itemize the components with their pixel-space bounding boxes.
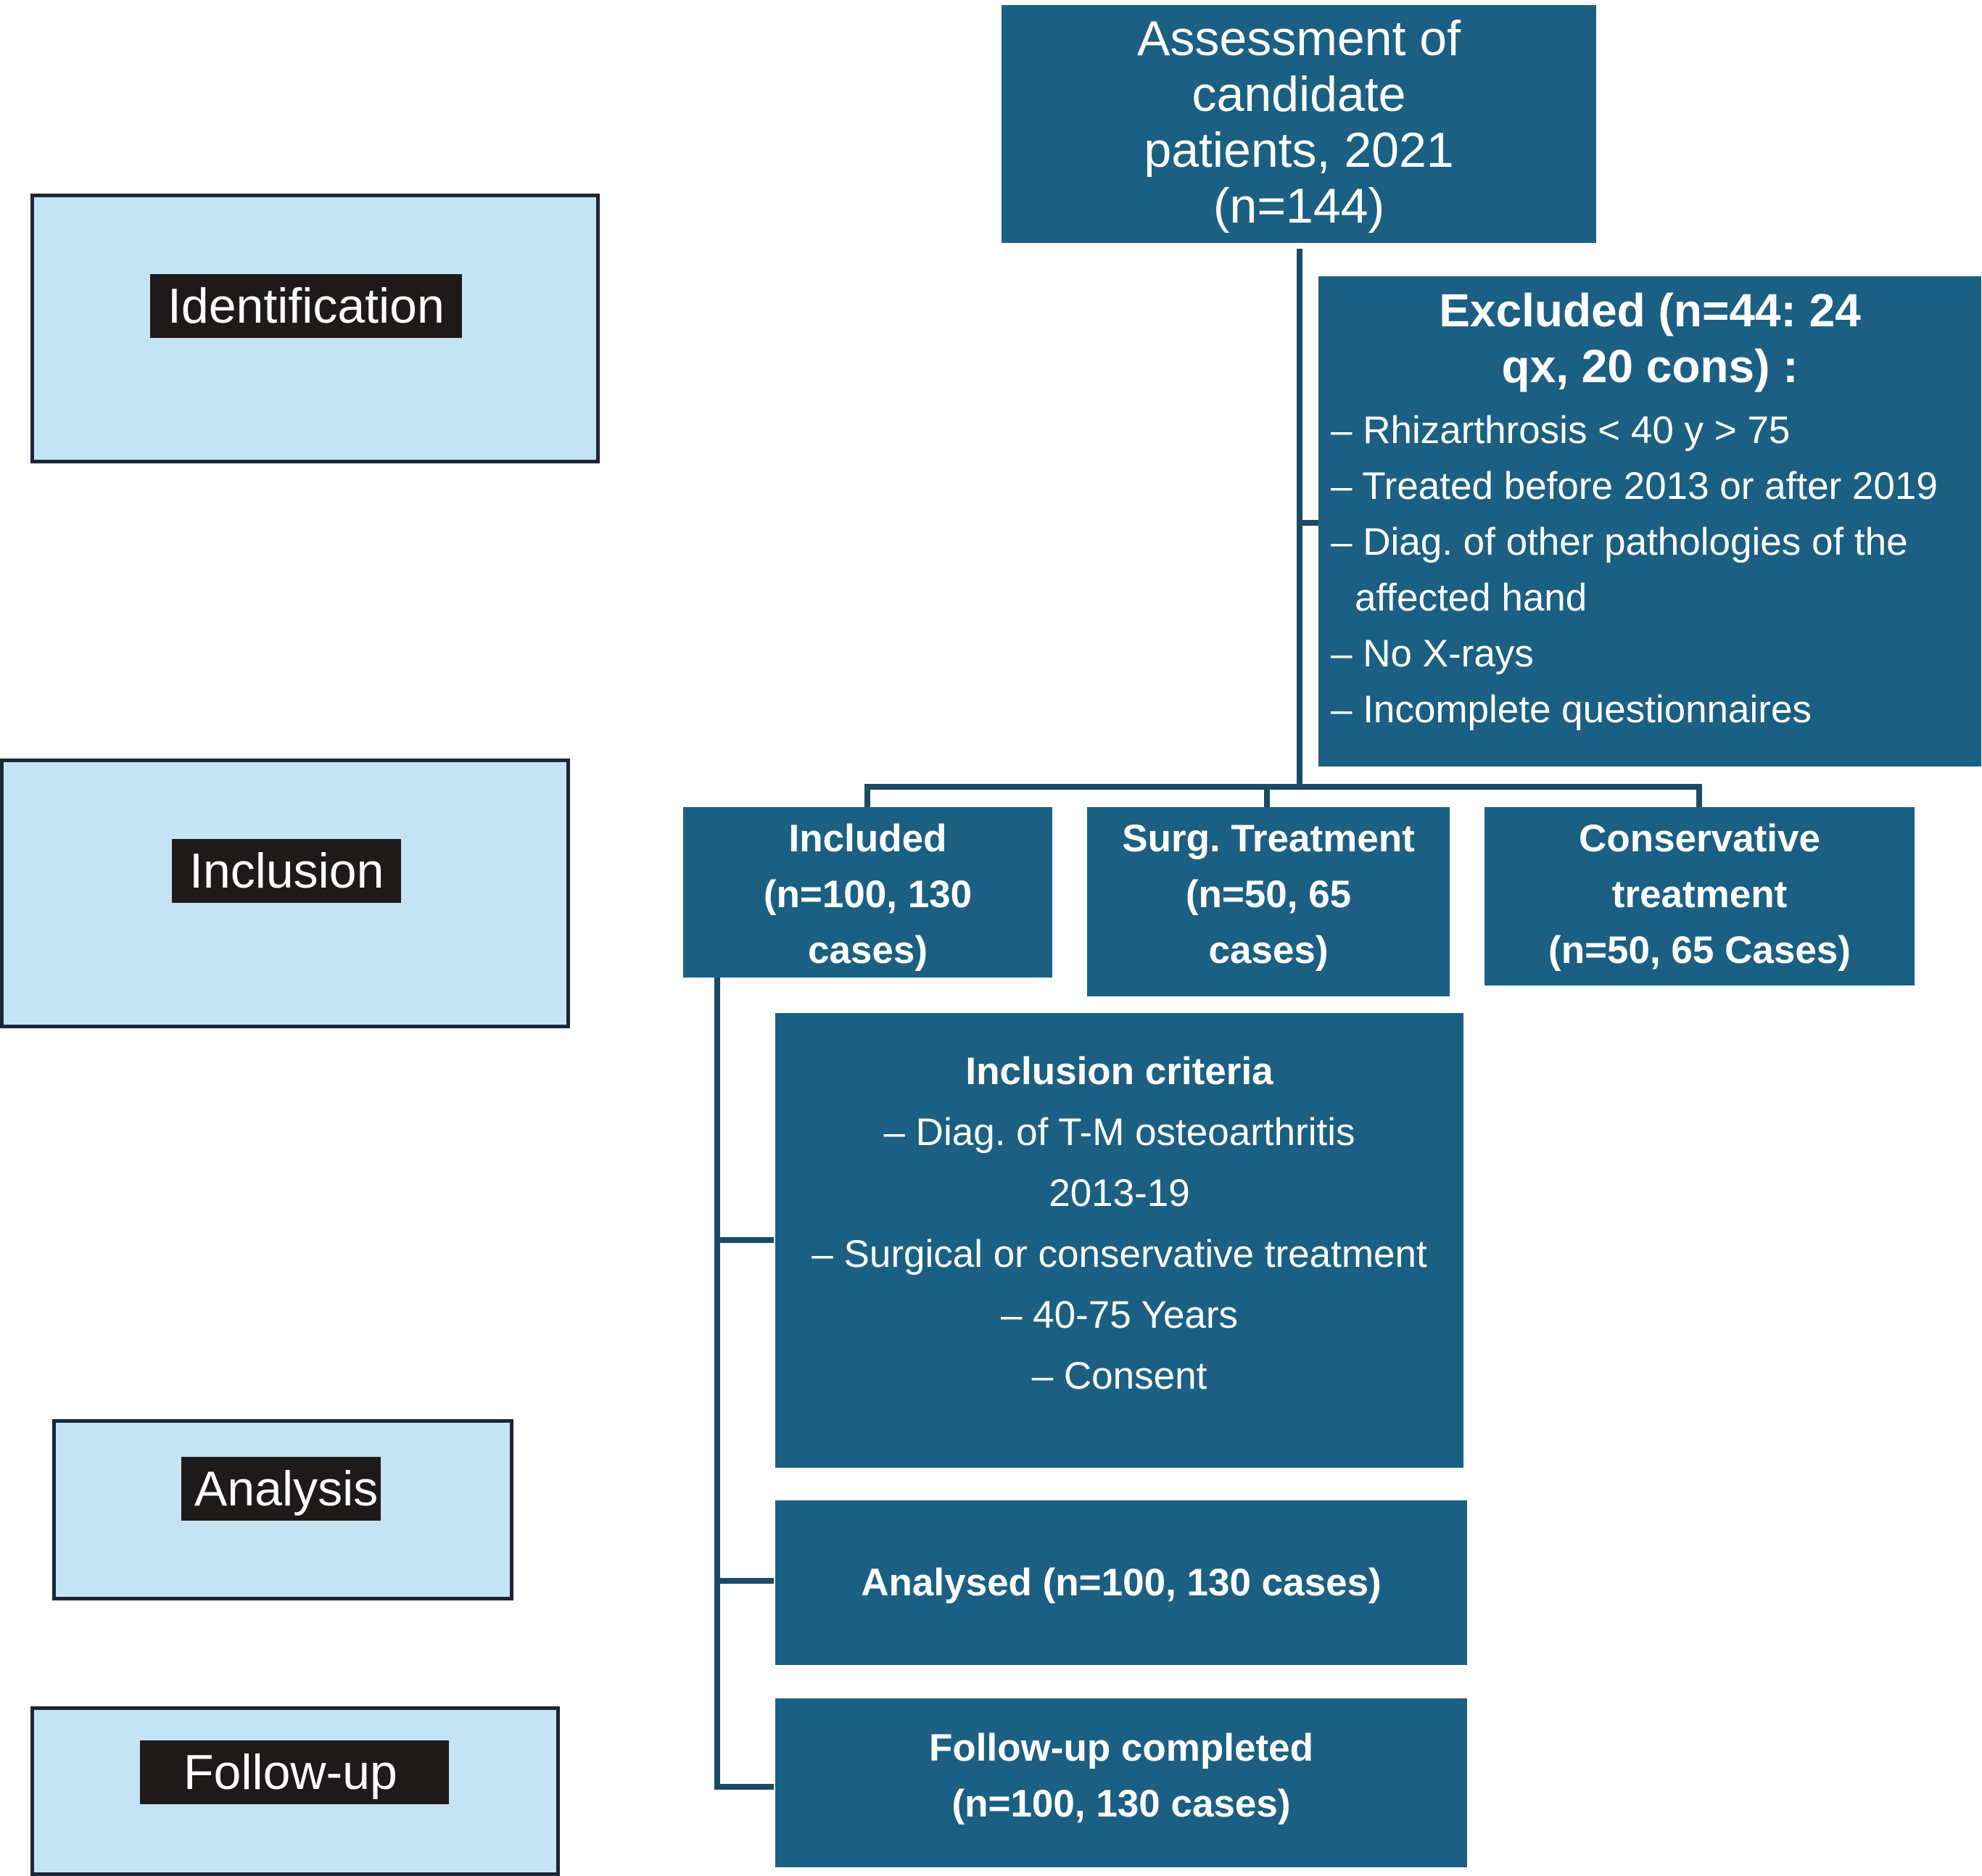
connector-branch-criteria (714, 1237, 774, 1243)
assessment-line-1: Assessment of (1137, 11, 1461, 66)
surgical-line-2: (n=50, 65 (1185, 873, 1352, 916)
excluded-list: – Rhizarthrosis < 40 y > 75 – Treated be… (1318, 402, 1981, 737)
assessment-line-2: candidate (1192, 67, 1406, 122)
criteria-item: 2013-19 (1049, 1172, 1190, 1215)
criteria-item: – Diag. of T-M osteoarthritis (883, 1111, 1355, 1154)
connector-branch-analysed (714, 1578, 774, 1584)
analysed-box: Analysed (n=100, 130 cases) (775, 1500, 1467, 1665)
excluded-item: – Incomplete questionnaires (1331, 688, 1812, 731)
conservative-box: Conservative treatment (n=50, 65 Cases) (1485, 807, 1915, 985)
stage-label-identification: Identification (150, 274, 462, 338)
connector-vertical-lower (714, 975, 720, 1790)
excluded-title-line-2: qx, 20 cons) : (1501, 340, 1799, 392)
connector-excluded-branch (1297, 520, 1318, 526)
stage-label-inclusion: Inclusion (172, 839, 402, 903)
connector-trunk (1297, 249, 1302, 789)
criteria-title: Inclusion criteria (965, 1050, 1273, 1093)
excluded-item: affected hand (1355, 577, 1587, 619)
inclusion-criteria-box: Inclusion criteria – Diag. of T-M osteoa… (775, 1013, 1463, 1468)
conservative-line-1: Conservative (1579, 817, 1820, 860)
surgical-line-3: cases) (1208, 929, 1329, 972)
followup-box: Follow-up completed (n=100, 130 cases) (775, 1698, 1467, 1867)
included-line-1: Included (788, 817, 947, 860)
included-line-3: cases) (807, 929, 928, 972)
connector-branch-followup (714, 1784, 774, 1790)
surgical-line-1: Surg. Treatment (1122, 817, 1415, 860)
criteria-item: – Surgical or conservative treatment (812, 1233, 1427, 1276)
conservative-line-3: (n=50, 65 Cases) (1548, 929, 1851, 972)
excluded-item: – No X-rays (1331, 632, 1534, 675)
connector-drop-included (864, 784, 870, 807)
excluded-item: – Treated before 2013 or after 2019 (1331, 465, 1938, 508)
criteria-item: – 40-75 Years (1000, 1294, 1239, 1336)
surgical-box: Surg. Treatment (n=50, 65 cases) (1087, 807, 1450, 996)
followup-line-2: (n=100, 130 cases) (951, 1782, 1291, 1825)
assessment-box: Assessment of candidate patients, 2021 (… (1002, 5, 1596, 243)
excluded-title-line-1: Excluded (n=44: 24 (1439, 284, 1861, 336)
included-line-2: (n=100, 130 (763, 873, 973, 916)
connector-split-horizontal (864, 784, 1702, 790)
assessment-line-3: patients, 2021 (1144, 123, 1454, 178)
followup-line-1: Follow-up completed (929, 1727, 1313, 1769)
excluded-item: – Rhizarthrosis < 40 y > 75 (1331, 409, 1791, 452)
stage-label-followup: Follow-up (140, 1740, 449, 1804)
included-box: Included (n=100, 130 cases) (683, 807, 1052, 978)
excluded-item: – Diag. of other pathologies of the (1331, 521, 1908, 563)
conservative-line-2: treatment (1611, 873, 1788, 916)
analysed-label: Analysed (n=100, 130 cases) (861, 1561, 1382, 1604)
stage-label-analysis: Analysis (181, 1457, 381, 1521)
connector-drop-conservative (1696, 784, 1702, 807)
connector-drop-surgical (1264, 784, 1270, 807)
criteria-item: – Consent (1031, 1355, 1207, 1397)
excluded-box: Excluded (n=44: 24 qx, 20 cons) : – Rhiz… (1318, 276, 1981, 766)
assessment-line-4: (n=144) (1213, 178, 1385, 234)
